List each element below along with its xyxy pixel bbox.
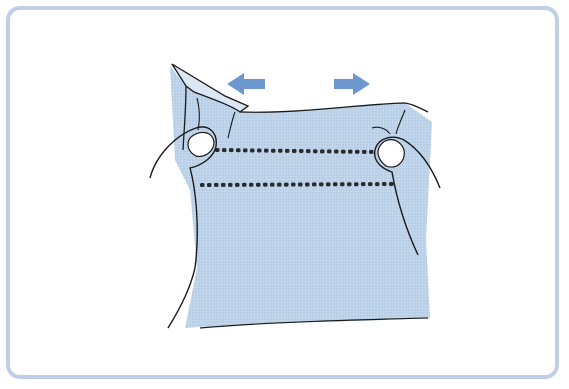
stitch xyxy=(228,183,233,187)
stitch xyxy=(361,182,366,186)
stitch xyxy=(278,149,283,153)
stitch xyxy=(299,149,304,153)
stitch xyxy=(327,149,332,153)
stitch xyxy=(236,148,241,152)
stitch xyxy=(382,182,387,186)
stitch xyxy=(271,149,276,153)
arrow-right-icon xyxy=(334,73,370,95)
stitch xyxy=(326,182,331,186)
arrow-left-icon xyxy=(227,73,265,95)
stitch xyxy=(306,149,311,153)
stitch xyxy=(270,183,275,187)
stitch xyxy=(389,182,394,186)
stitch xyxy=(369,150,374,154)
stitch xyxy=(375,182,380,186)
stitch xyxy=(305,182,310,186)
stitch xyxy=(348,150,353,154)
stitch xyxy=(250,148,255,152)
stitch xyxy=(291,183,296,187)
fabric-piece xyxy=(170,66,432,328)
stitch xyxy=(256,183,261,187)
stitch xyxy=(354,182,359,186)
stitch xyxy=(347,182,352,186)
stitch xyxy=(207,183,212,187)
stitch xyxy=(313,149,318,153)
stitch xyxy=(334,149,339,153)
stitch xyxy=(235,183,240,187)
stitch xyxy=(214,183,219,187)
stitch xyxy=(222,148,227,152)
stitch xyxy=(333,182,338,186)
stitch xyxy=(243,148,248,152)
stitch xyxy=(298,182,303,186)
stitch xyxy=(312,182,317,186)
stitch xyxy=(229,148,234,152)
stitch xyxy=(340,182,345,186)
stitch xyxy=(221,183,226,187)
stitch xyxy=(368,182,373,186)
stitch xyxy=(362,150,367,154)
right-thumbnail xyxy=(378,140,404,167)
stitch xyxy=(319,182,324,186)
stitch xyxy=(320,149,325,153)
stitch xyxy=(264,149,269,153)
stitch xyxy=(263,183,268,187)
stitch xyxy=(355,150,360,154)
stitch xyxy=(341,150,346,154)
stitch xyxy=(242,183,247,187)
stitch xyxy=(285,149,290,153)
stitch xyxy=(277,183,282,187)
stitch xyxy=(284,183,289,187)
stitch xyxy=(200,183,205,187)
stitch xyxy=(257,149,262,153)
stitch xyxy=(249,183,254,187)
stitch xyxy=(292,149,297,153)
